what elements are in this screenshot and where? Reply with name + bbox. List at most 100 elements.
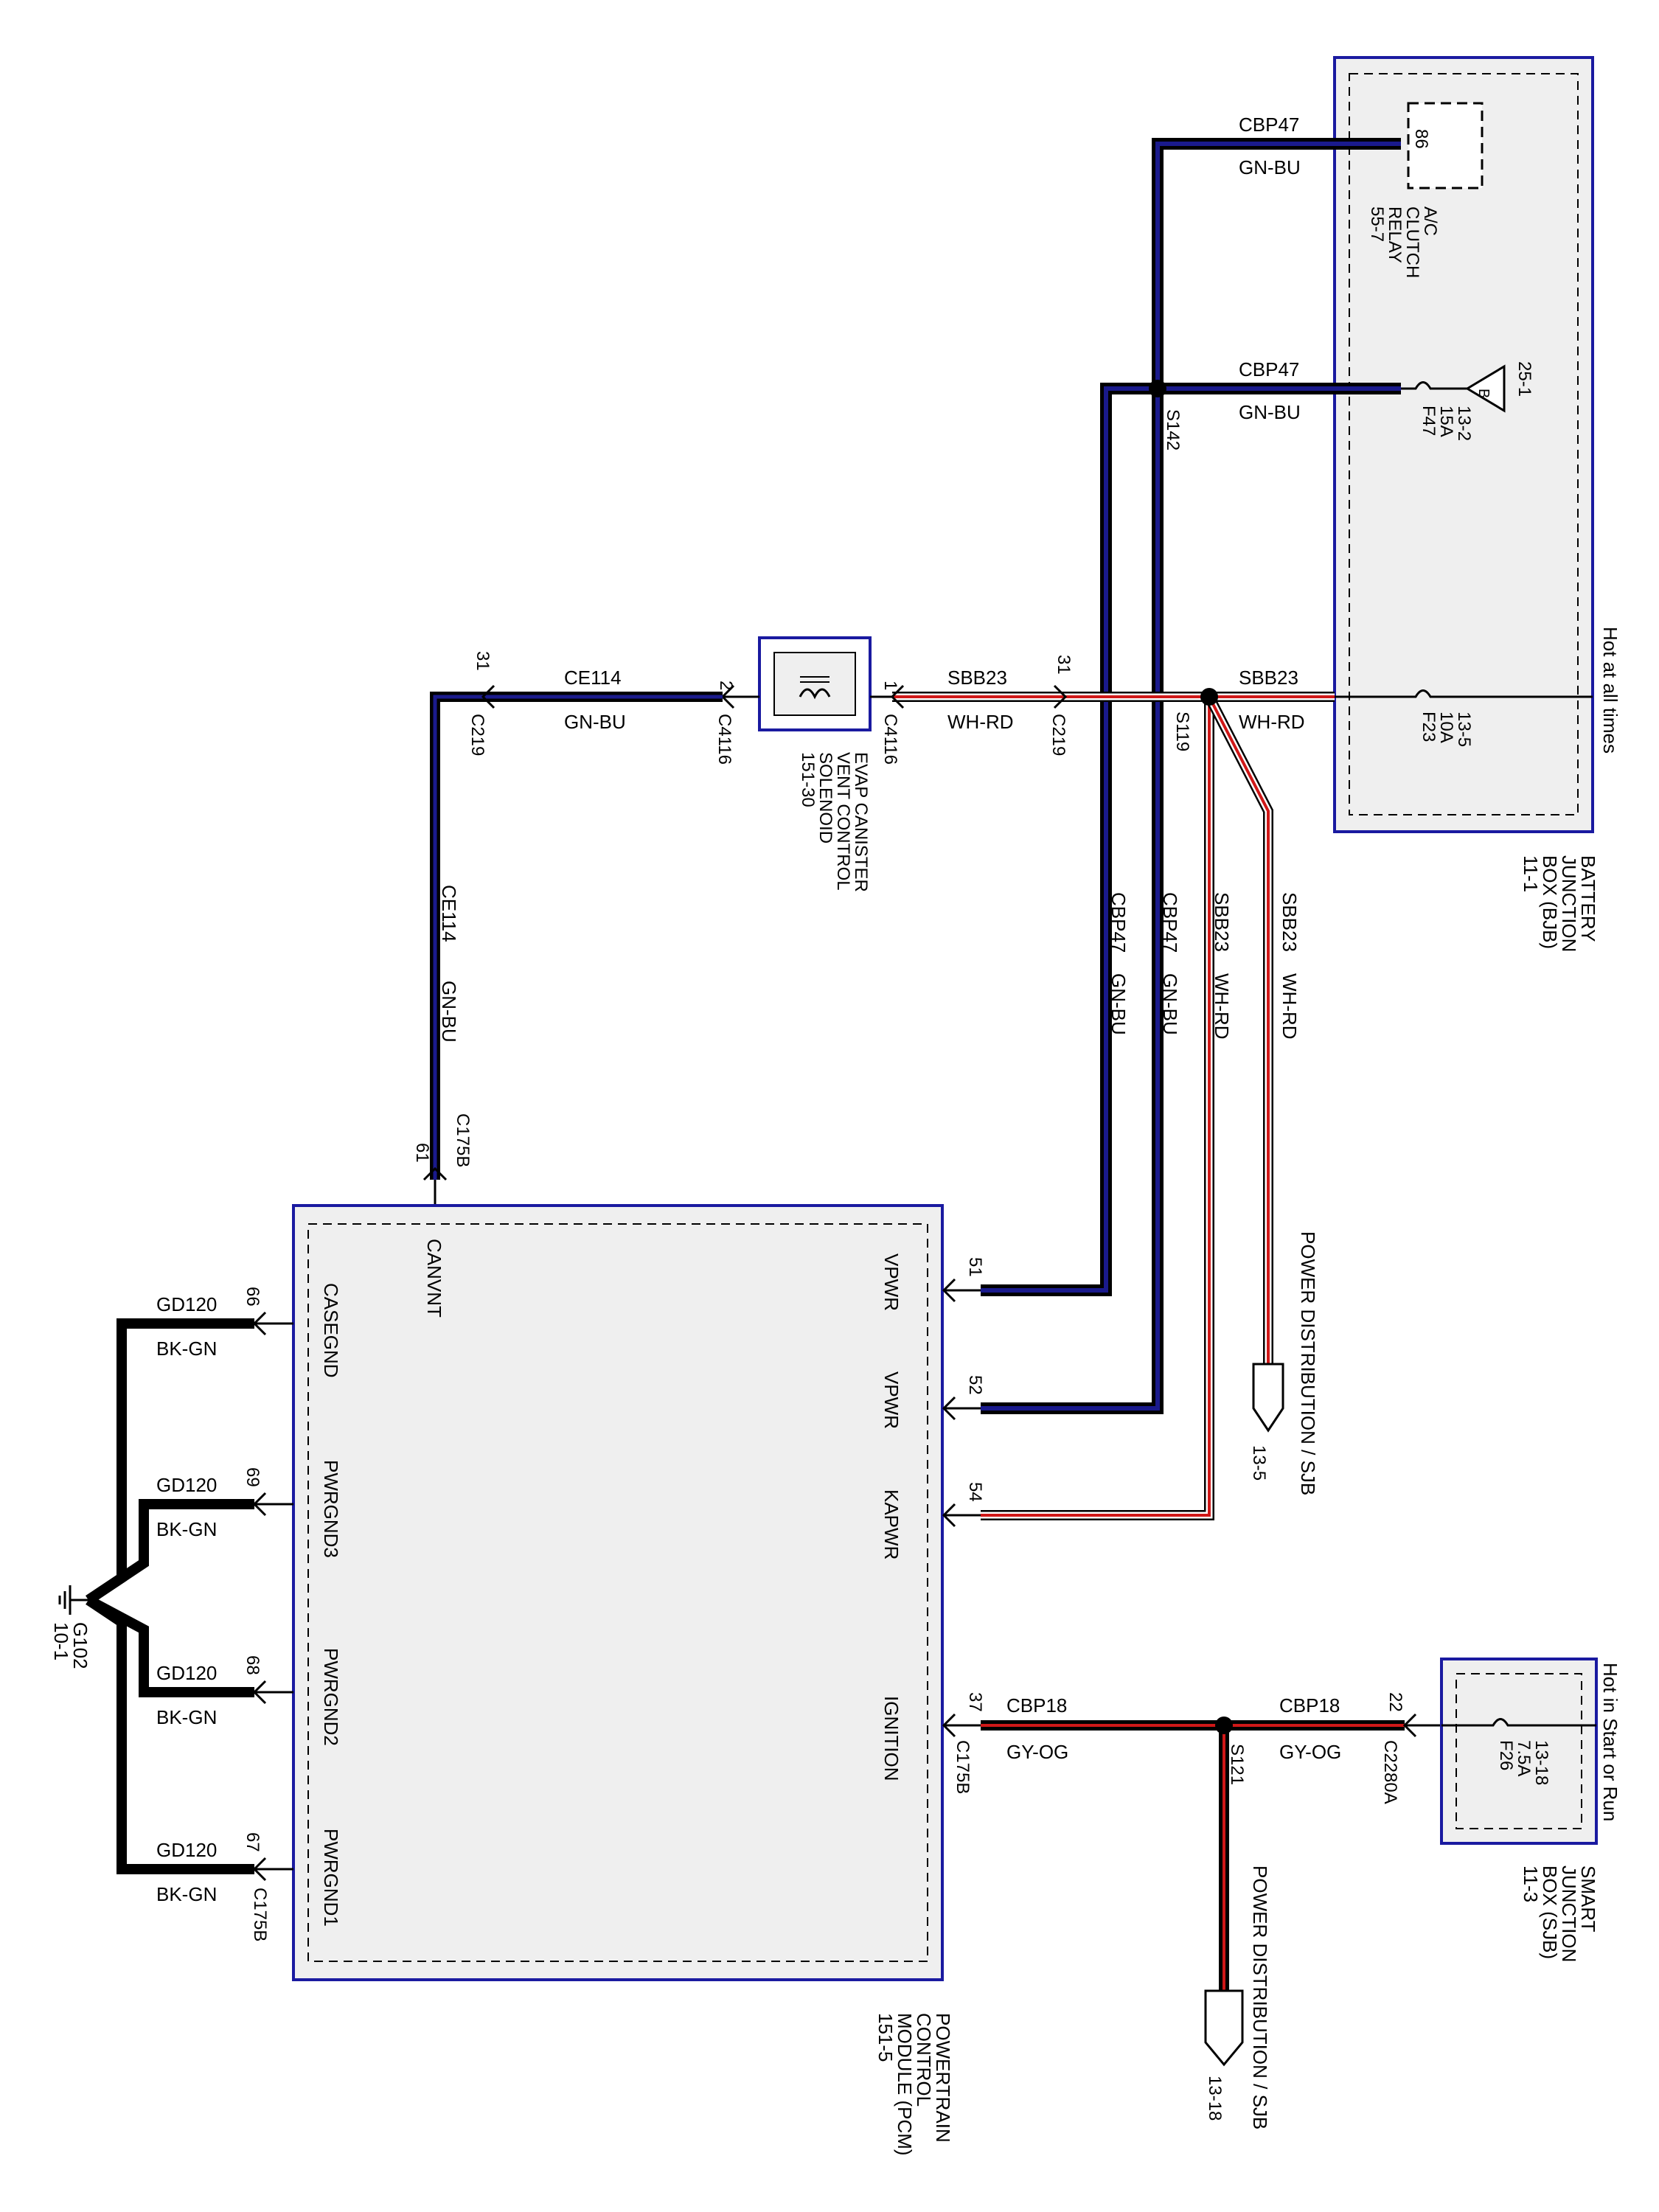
fuse-f47-line-1: F47 <box>1419 406 1439 436</box>
ground-wires <box>58 1311 293 1882</box>
wire-label-cbp18-left: CBP18 <box>1006 1694 1067 1717</box>
fuse-f26-symbol <box>1441 1718 1596 1727</box>
c219-right-pin: 31 <box>1054 655 1074 675</box>
c175b-ignition-connector: C175B <box>953 1740 973 1794</box>
c4116-right-label: C4116 <box>880 714 900 765</box>
svg-text:S119: S119 <box>1172 712 1192 751</box>
c4116-right-pin: 1 <box>880 681 900 690</box>
svg-text:GN-BU: GN-BU <box>438 981 460 1043</box>
wire-label-gnbu-mid: GN-BU <box>1239 401 1301 423</box>
wire-label-vertical-cbp47-right: CBP47 GN-BU <box>1159 892 1181 1035</box>
svg-text:POWER DISTRIBUTION / SJB: POWER DISTRIBUTION / SJB <box>1297 1231 1319 1495</box>
svg-text:PWRGND1: PWRGND1 <box>320 1829 342 1927</box>
power-dist-ref-bottom <box>1204 1989 1244 2067</box>
svg-text:WH-RD: WH-RD <box>1211 973 1233 1040</box>
svg-text:C4116: C4116 <box>714 714 734 765</box>
wire-label-gd120-67: GD120 <box>156 1839 217 1861</box>
power-dist-label-top: POWER DISTRIBUTION / SJB <box>1297 1231 1319 1495</box>
svg-text:IGNITION: IGNITION <box>880 1696 902 1781</box>
bjb-title-line-3: BOX (BJB) <box>1539 855 1561 949</box>
svg-text:SBB23: SBB23 <box>1279 892 1301 952</box>
pcm-pin-casegnd: CASEGND <box>320 1283 342 1378</box>
power-dist-page-top: 13-5 <box>1249 1445 1269 1481</box>
fuse-f47-line-2: 15A <box>1436 406 1456 437</box>
pcm-module <box>292 1204 944 1981</box>
pcm-title-line-2: CONTROL <box>913 2013 935 2107</box>
svg-text:C2280A: C2280A <box>1380 1740 1400 1804</box>
power-dist-bottom-pentagon <box>1204 1989 1244 2067</box>
fuse-f23-label: F23 10A 13-5 <box>1419 712 1474 747</box>
wire-label-gyog-right: GY-OG <box>1279 1741 1341 1763</box>
relay-line-2: CLUTCH <box>1402 206 1422 278</box>
pin-37-label: 37 <box>965 1692 985 1712</box>
svg-text:CASEGND: CASEGND <box>320 1283 342 1378</box>
svg-text:C175B: C175B <box>953 1740 973 1794</box>
fuse-f23-line-2: 10A <box>1436 712 1456 743</box>
c175b-pin61-connector: C175B <box>453 1113 473 1167</box>
power-dist-top-pentagon <box>1252 1363 1284 1433</box>
splice-s121-label: S121 <box>1227 1744 1247 1785</box>
pcm-pin-pwrgnd3: PWRGND3 <box>320 1460 342 1558</box>
wire-label-cbp18-right: CBP18 <box>1279 1694 1340 1717</box>
svg-text:CBP47: CBP47 <box>1107 892 1130 953</box>
pcm-pin-pwrgnd1: PWRGND1 <box>320 1829 342 1927</box>
evap-line-3: SOLENOID <box>815 752 835 844</box>
svg-text:25-1: 25-1 <box>1514 361 1534 397</box>
bjb-title-line-2: JUNCTION <box>1558 855 1580 952</box>
pcm-pin-vpwr-51: VPWR <box>880 1253 902 1311</box>
splice-s121-dot <box>1215 1717 1233 1734</box>
fuse-f47-symbol <box>1401 381 1467 390</box>
svg-text:13-5: 13-5 <box>1249 1445 1269 1481</box>
pcm-inner-dashed <box>307 1223 928 1962</box>
wire-cbp47 <box>981 138 1401 1414</box>
c219-right-label: C219 <box>1048 714 1068 756</box>
svg-text:C4116: C4116 <box>880 714 900 765</box>
svg-text:Hot in Start or Run: Hot in Start or Run <box>1599 1663 1621 1821</box>
power-dist-ref-top <box>1252 1363 1284 1433</box>
svg-text:C175B: C175B <box>250 1888 270 1941</box>
wire-label-gnbu-top: GN-BU <box>1239 156 1301 178</box>
wire-sbb23 <box>892 688 1335 1520</box>
sjb-inner-dashed <box>1455 1673 1582 1829</box>
wire-label-cbp47-top: CBP47 <box>1239 114 1299 136</box>
wire-label-gd120-69: GD120 <box>156 1474 217 1496</box>
pin-54-label: 54 <box>965 1482 985 1502</box>
relay-pin-86: 86 <box>1411 129 1431 149</box>
pcm-pin-pwrgnd2: PWRGND2 <box>320 1648 342 1746</box>
ground-ref-b-letter: B <box>1475 389 1492 398</box>
bjb-inner-dashed <box>1349 73 1579 815</box>
wire-label-bkgn-67: BK-GN <box>156 1883 217 1905</box>
svg-text:POWER DISTRIBUTION / SJB: POWER DISTRIBUTION / SJB <box>1249 1865 1271 2129</box>
bjb-title-line-1: BATTERY <box>1577 855 1599 942</box>
fuse-f23-line-1: F23 <box>1419 712 1439 742</box>
c219-left-arrow <box>481 684 495 709</box>
svg-text:13-18: 13-18 <box>1205 2076 1225 2121</box>
power-dist-page-bottom: 13-18 <box>1205 2076 1225 2121</box>
c219-right-arrow <box>1053 684 1068 709</box>
pcm-pin-kapwr: KAPWR <box>880 1489 902 1559</box>
pcm-right-pins <box>942 1278 981 1738</box>
bjb-hot-label: Hot at all times <box>1599 627 1621 754</box>
sjb-title-line-3: BOX (SJB) <box>1539 1865 1561 1959</box>
wire-label-gd120-68: GD120 <box>156 1662 217 1684</box>
battery-junction-box: 86 A/C CLUTCH RELAY 55-7 B 25-1 F47 15A … <box>1333 56 1621 952</box>
sjb-title-line-2: JUNCTION <box>1558 1865 1580 1962</box>
ac-clutch-relay-text: A/C CLUTCH RELAY 55-7 <box>1367 206 1440 278</box>
svg-text:CE114: CE114 <box>438 885 460 942</box>
pin-68-label: 68 <box>243 1655 262 1675</box>
relay-line-4: 55-7 <box>1367 206 1387 242</box>
splice-s119-label: S119 <box>1172 712 1192 751</box>
wire-label-cbp47-mid: CBP47 <box>1239 358 1299 380</box>
svg-text:WH-RD: WH-RD <box>1279 973 1301 1040</box>
c219-left-pin: 31 <box>473 651 493 671</box>
bjb-title-line-4: 11-1 <box>1520 855 1542 892</box>
evap-label: EVAP CANISTER VENT CONTROL SOLENOID 151-… <box>798 752 871 892</box>
c175b-ground-connector: C175B <box>250 1888 270 1941</box>
wire-label-gd120-66: GD120 <box>156 1293 217 1315</box>
sjb-title: SMART JUNCTION BOX (SJB) 11-3 <box>1520 1865 1599 1962</box>
pin-69-label: 69 <box>243 1467 262 1487</box>
pcm-pin-canvnt: CANVNT <box>423 1239 445 1318</box>
fuse-f26-label: F26 7.5A 13-18 <box>1496 1740 1551 1785</box>
wire-label-sbb23-right: SBB23 <box>1239 667 1298 689</box>
